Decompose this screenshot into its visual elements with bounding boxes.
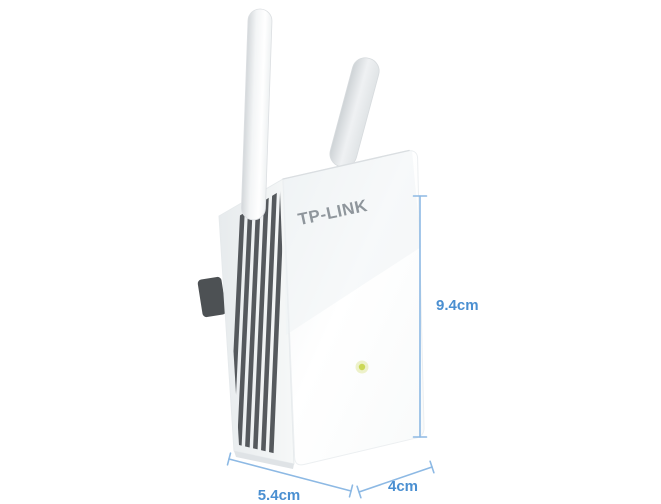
depth-dimension-label: 5.4cm [258,487,301,504]
height-dimension-line [412,195,428,438]
body-top-edge [282,149,410,180]
width-dimension-label: 4cm [388,478,418,495]
depth-dimension-line [226,452,354,498]
dimension-labels: 9.4cm 5.4cm 4cm [258,297,479,504]
left-antenna [241,8,273,221]
front-face-highlight [283,150,421,335]
status-led [358,363,366,371]
power-plug [197,276,227,318]
height-dimension-label: 9.4cm [436,297,479,314]
dimension-lines [226,195,435,499]
width-dimension-line [356,460,435,499]
body-bottom-edge [234,451,294,469]
right-antenna [329,57,380,168]
vent-grilles [228,191,286,457]
body-front-face [282,150,425,466]
device-body: TP-LINK [197,149,425,469]
